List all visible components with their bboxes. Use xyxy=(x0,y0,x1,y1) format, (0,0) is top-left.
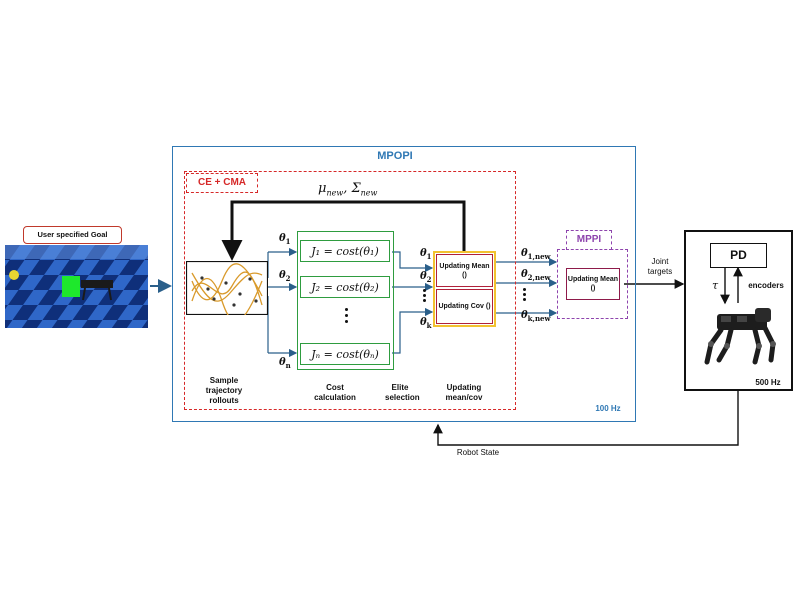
tau-label: τ xyxy=(712,279,719,292)
cost-row-2: J₂ = cost(θ₂) xyxy=(300,276,390,298)
mpopi-rate: 100 Hz xyxy=(595,404,621,413)
goal-scene-image xyxy=(5,245,148,328)
trajectory-sampler-plot xyxy=(186,261,268,315)
label-joint: Joint targets xyxy=(647,257,673,276)
update-mean: Updating Mean () xyxy=(436,254,493,287)
cost-row-1: J₁ = cost(θ₁) xyxy=(300,240,390,262)
arrow-robot-state xyxy=(433,391,739,446)
cost-row-n: Jₙ = cost(θₙ) xyxy=(300,343,390,365)
label-cost: Cost calculation xyxy=(314,383,356,402)
mppi-mean: Updating Mean () xyxy=(566,268,620,300)
new-ellipsis xyxy=(522,286,527,303)
encoders-label: encoders xyxy=(748,281,784,290)
arrow-elitek xyxy=(392,307,434,354)
update-box xyxy=(433,251,496,327)
robot-thumb xyxy=(81,280,113,288)
theta-1-label: θ1 xyxy=(279,233,291,246)
cecma-box xyxy=(184,171,516,410)
pd-label: PD xyxy=(730,248,747,262)
feedback-label: μnew, Σnew xyxy=(318,181,378,198)
goal-title-box: User specified Goal xyxy=(23,226,122,244)
theta-1-new: θ1,new xyxy=(521,248,551,261)
cost-box xyxy=(297,231,394,370)
mppi-title-box: MPPI xyxy=(566,230,612,250)
cecma-title-box: CE + CMA xyxy=(186,173,258,193)
robot-box xyxy=(684,230,793,391)
theta-n-label: θn xyxy=(279,357,291,370)
arrow-elite1 xyxy=(392,251,434,273)
cost-ellipsis xyxy=(343,306,349,326)
label-updating: Updating mean/cov xyxy=(445,383,483,402)
elite-theta-2: θ2 xyxy=(420,271,432,284)
label-sample: Sample trajectory rollouts xyxy=(205,376,243,405)
goal-green-box xyxy=(62,276,80,297)
label-elite: Elite selection xyxy=(385,383,420,402)
theta-2-label: θ2 xyxy=(279,270,291,283)
elite-theta-k: θk xyxy=(420,317,432,330)
theta-2-new: θ2,new xyxy=(521,269,551,282)
elite-theta-1: θ1 xyxy=(420,248,432,261)
arrow-feedback xyxy=(221,200,466,261)
update-cov: Updating Cov () xyxy=(436,289,493,324)
pd-box: PD xyxy=(710,243,767,268)
mppi-title: MPPI xyxy=(576,234,602,245)
cecma-title: CE + CMA xyxy=(197,177,247,188)
elite-ellipsis xyxy=(422,287,427,304)
mpopi-title: MPOPI xyxy=(377,150,413,162)
mpopi-box xyxy=(172,146,636,422)
robot-illustration xyxy=(704,308,776,365)
robot-rate: 500 Hz xyxy=(755,378,781,387)
goal-ball xyxy=(9,270,19,280)
theta-k-new: θk,new xyxy=(521,310,551,323)
label-robot-state: Robot State xyxy=(456,448,500,457)
goal-title: User specified Goal xyxy=(37,230,108,239)
